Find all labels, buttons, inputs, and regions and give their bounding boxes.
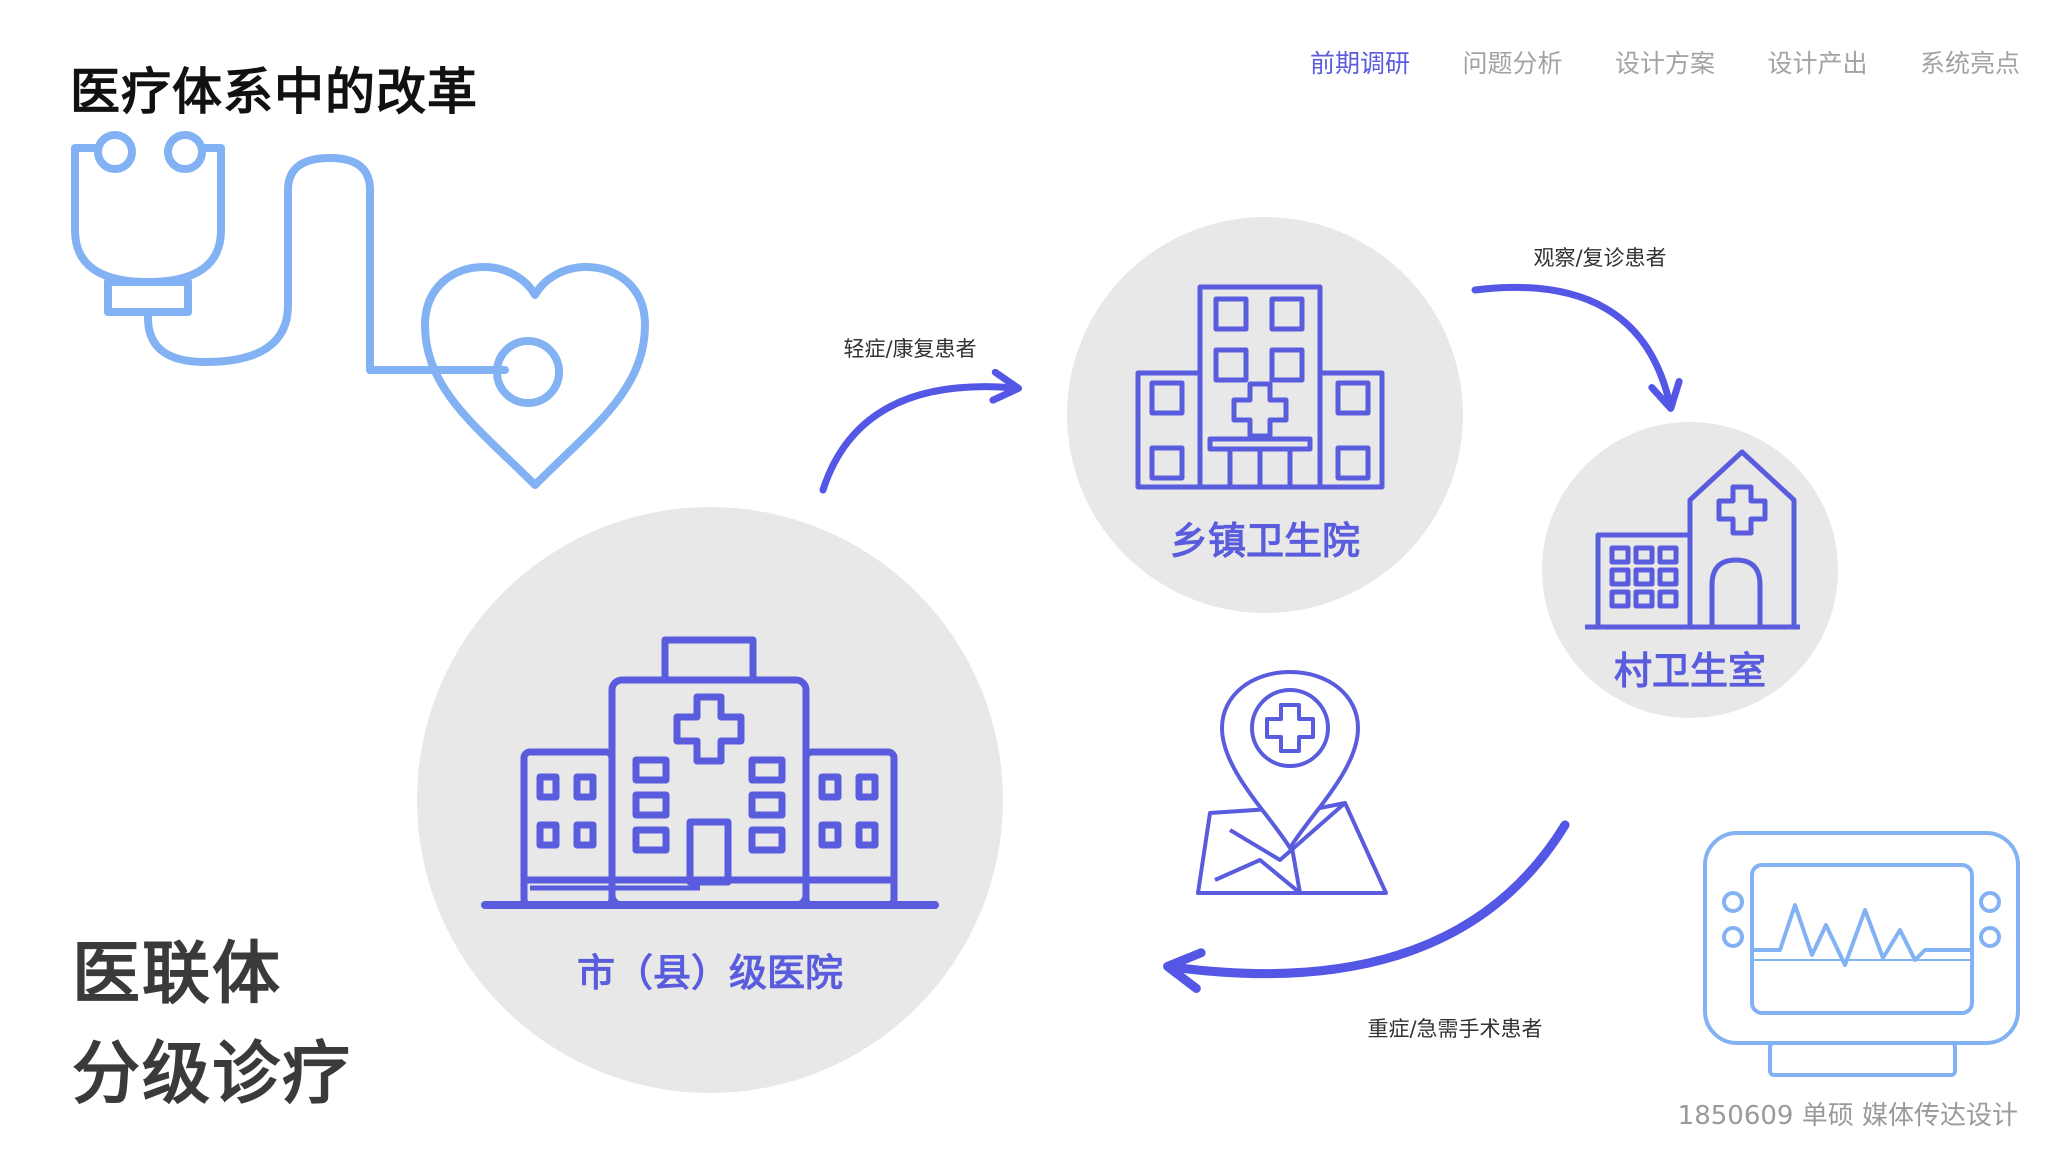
flow-label-mild: 轻症/康复患者 [843,337,977,361]
heading-line-1: 医联体 [72,935,283,1014]
arrow-observe [1471,283,1683,412]
nav-item-design-plan[interactable]: 设计方案 [1614,49,1715,78]
nav-item-highlights[interactable]: 系统亮点 [1919,49,2020,78]
village-clinic-label: 村卫生室 [1613,649,1767,693]
city-hospital-circle [417,507,1003,1093]
nav-item-research[interactable]: 前期调研 [1310,49,1411,78]
nav-item-analysis[interactable]: 问题分析 [1462,49,1563,78]
city-hospital-icon [481,636,939,909]
heart-monitor-icon [1703,831,2020,1077]
town-clinic-circle [1067,217,1463,613]
heading-line-2: 分级诊疗 [72,1035,353,1114]
flow-label-observe: 观察/复诊患者 [1533,246,1667,270]
flow-label-severe: 重症/急需手术患者 [1367,1017,1543,1041]
arrow-mild [819,368,1022,494]
page-title: 医疗体系中的改革 [70,63,478,121]
stethoscope-heart-icon [71,131,649,489]
city-hospital-label: 市（县）级医院 [576,951,844,995]
arrow-severe [1163,820,1570,993]
top-nav: 前期调研 问题分析 设计方案 设计产出 系统亮点 [1310,44,2020,80]
village-clinic-icon [1585,449,1800,630]
nav-item-design-output[interactable]: 设计产出 [1767,49,1868,78]
town-clinic-label: 乡镇卫生院 [1169,519,1361,563]
footer-credit: 1850609 单硕 媒体传达设计 [1677,1101,2018,1131]
town-clinic-icon [1135,284,1385,490]
map-pin-cross-icon [1196,670,1388,895]
